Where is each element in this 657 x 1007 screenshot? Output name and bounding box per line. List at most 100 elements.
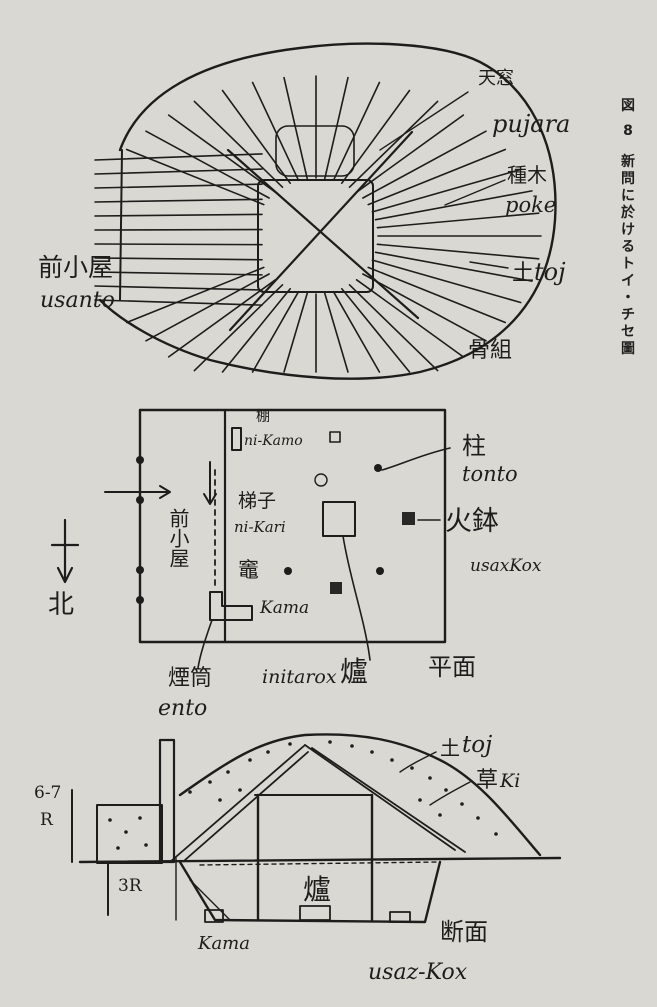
skylight-label: 天窓 xyxy=(478,68,514,89)
roof-slope-right xyxy=(304,744,456,851)
rafter-line xyxy=(376,212,540,229)
depth-label: 3R xyxy=(118,876,142,896)
rafter-line xyxy=(340,287,411,373)
caption-char: る xyxy=(621,239,635,255)
framework-drawing xyxy=(94,42,557,380)
vestibule-line xyxy=(94,243,263,246)
caption-char: 新 xyxy=(621,154,635,170)
framework-title: 骨組 xyxy=(468,338,513,363)
rafter-line xyxy=(371,168,522,213)
floor-dashed xyxy=(199,861,441,866)
section-hearth-label: 爐 xyxy=(303,873,332,906)
caption-char: イ xyxy=(621,273,635,289)
section-brazier-label: usaz-Kox xyxy=(368,960,468,985)
rafter-line xyxy=(348,100,439,188)
ladder-arrowhead xyxy=(203,493,217,505)
section-earth-ainu-label: toj xyxy=(462,732,493,758)
rafter-line xyxy=(221,287,292,373)
ground-line xyxy=(78,856,562,864)
soil-dot xyxy=(494,832,498,836)
skylight-pointer xyxy=(379,91,469,151)
caption-char: チ xyxy=(621,307,635,323)
wall-post-2 xyxy=(136,496,144,504)
soil-dot xyxy=(238,788,242,792)
vestibule-label-top: 前小屋 xyxy=(38,253,114,282)
caption-char: ・ xyxy=(621,290,635,306)
vestibule-line xyxy=(94,299,263,306)
section-title: 断面 xyxy=(440,918,488,946)
plan-drawing xyxy=(50,408,451,669)
soil-dot xyxy=(350,744,354,748)
soil-dot xyxy=(226,770,230,774)
hearth-pointer xyxy=(342,535,371,661)
rafter-pointer xyxy=(444,179,506,206)
rafter-line xyxy=(251,290,300,373)
figure-number: 8 xyxy=(623,123,633,139)
kama-box xyxy=(204,909,224,923)
north-arrowhead xyxy=(56,566,74,584)
brazier-label: 火鉢 xyxy=(445,506,499,537)
rafter-line xyxy=(367,148,507,206)
pillar-se xyxy=(376,567,384,575)
rafter-line xyxy=(355,278,465,358)
wall-post-3 xyxy=(136,566,144,574)
soil-dot xyxy=(390,758,394,762)
soil-dot xyxy=(218,798,222,802)
soil-dot xyxy=(116,846,120,850)
earth-label: 土 xyxy=(512,261,535,286)
vestibule-line xyxy=(94,168,263,175)
vestibule-label-plan: 前小屋 xyxy=(166,508,190,568)
skylight-ainu-label: pujara xyxy=(492,110,571,138)
shelf-label: 棚 xyxy=(256,409,270,425)
shelf-ainu-label: ni-Kamo xyxy=(244,433,303,449)
rafter-line xyxy=(374,190,533,221)
rafter-line xyxy=(193,100,284,188)
skylight-frame xyxy=(275,125,355,177)
earth-pointer xyxy=(469,261,509,269)
chimney-pointer xyxy=(197,619,213,669)
rafter-line xyxy=(371,259,522,304)
shelf-mark xyxy=(231,427,242,451)
rafter-line xyxy=(332,290,381,373)
vestibule-line xyxy=(94,257,263,261)
roof-slope-left-inner xyxy=(184,751,309,861)
vestibule-line xyxy=(94,183,263,189)
section-earth-label: 土 xyxy=(440,736,460,760)
soil-dot xyxy=(208,780,212,784)
grass-pointer xyxy=(429,781,471,806)
brazier-ainu-label: usaxKox xyxy=(470,556,542,576)
rafter-line xyxy=(348,283,439,372)
rafter-line xyxy=(221,89,292,184)
caption-char: ト xyxy=(621,256,635,272)
pillar-ainu-label: tonto xyxy=(462,462,518,486)
soil-dot xyxy=(188,790,192,794)
diagonal-beam-2 xyxy=(228,130,414,332)
pit-outline xyxy=(178,860,442,924)
rafter-line xyxy=(332,81,381,182)
rafter-line xyxy=(145,130,270,199)
vestibule-line xyxy=(94,271,263,276)
rafter-line xyxy=(376,243,540,260)
vestibule-line xyxy=(94,198,263,203)
inner-frame xyxy=(257,179,374,293)
chimney-stack xyxy=(158,738,176,864)
rafter-line xyxy=(145,273,270,342)
roof-slope-left xyxy=(169,744,306,863)
rafter-line xyxy=(193,283,284,372)
chimney-ainu-label: ento xyxy=(158,696,208,721)
soil-dot xyxy=(124,830,128,834)
rafter-line xyxy=(251,81,300,182)
section-drawing xyxy=(71,733,562,924)
wall-post-4 xyxy=(136,596,144,604)
pillar-sw xyxy=(284,567,292,575)
plan-outline xyxy=(138,408,447,644)
diagonal-beam-1 xyxy=(226,148,420,320)
north-label: 北 xyxy=(48,590,75,620)
caption-char: 問 xyxy=(621,171,635,187)
floor-box xyxy=(330,582,342,594)
soil-dot xyxy=(288,742,292,746)
framework-front-edge xyxy=(119,149,123,301)
soil-dot xyxy=(108,818,112,822)
